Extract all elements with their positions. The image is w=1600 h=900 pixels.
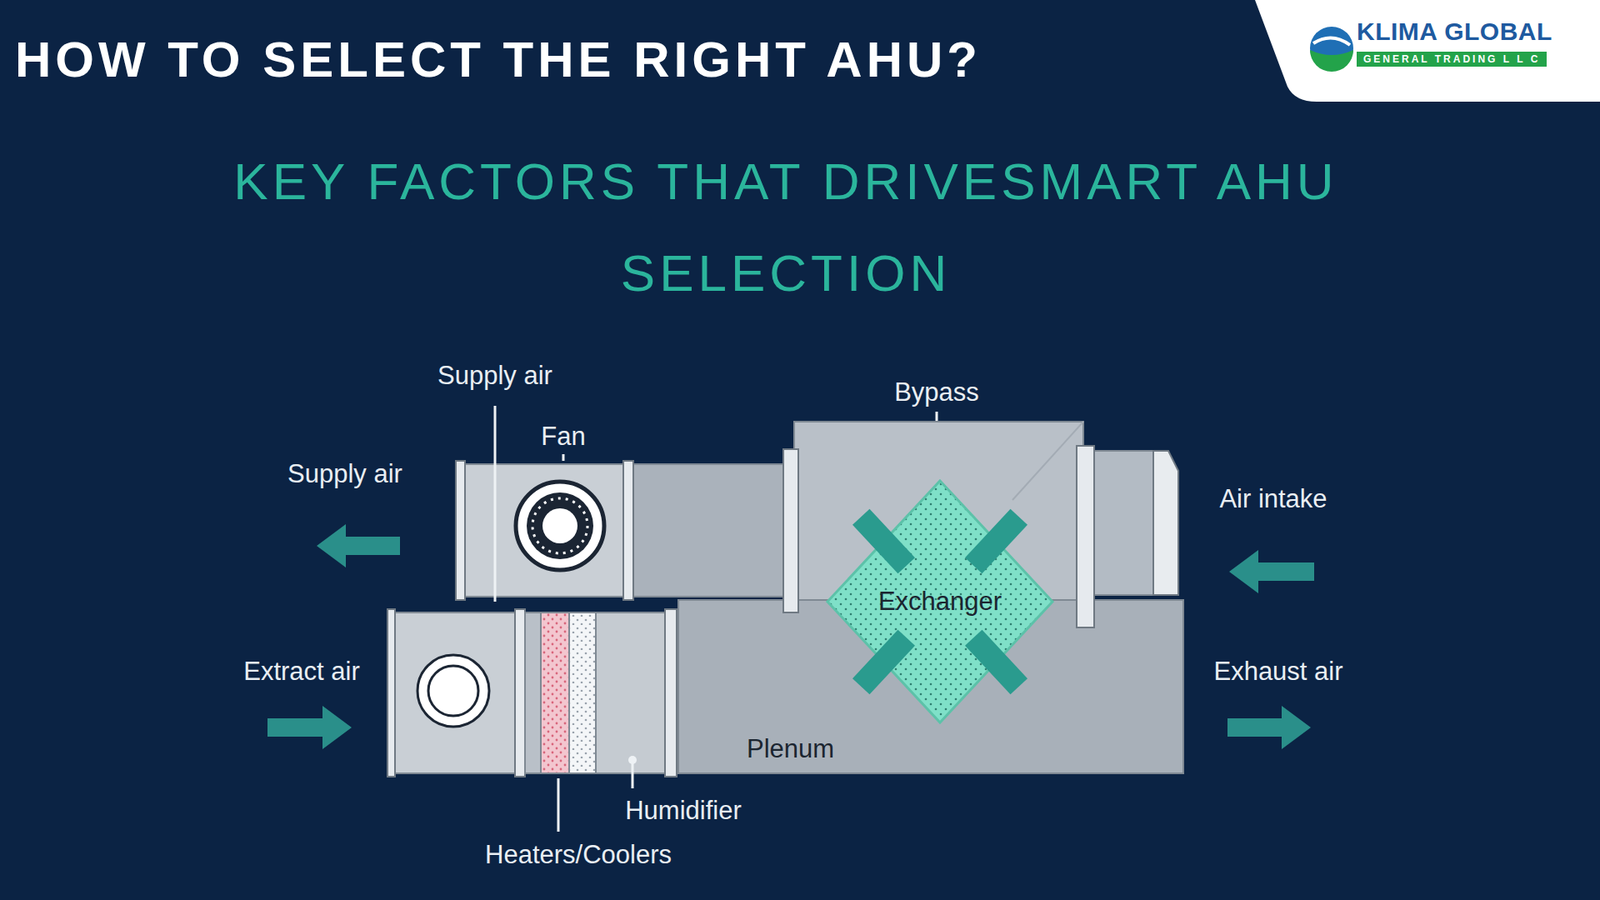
exchanger-seal [852, 630, 915, 695]
exchanger-seal [965, 509, 1028, 575]
duct-flange [455, 460, 465, 600]
extract-fan [417, 655, 490, 727]
flow-label: Air intake [1219, 484, 1327, 515]
duct-flange [1076, 445, 1095, 628]
logo-icon-swoosh [1313, 37, 1350, 45]
exchanger-diamond: Exchanger [798, 451, 1082, 752]
leader-line [494, 405, 497, 602]
logo-tagline: GENERAL TRADING L L C [1356, 51, 1547, 67]
logo-icon-wave [1310, 50, 1354, 72]
fan-blade-marks [532, 498, 588, 554]
fan-blades [526, 492, 594, 560]
supply-fan [515, 481, 605, 570]
duct-flange [783, 449, 799, 613]
leader-dot [628, 755, 637, 765]
part-label: Heaters/Coolers [485, 840, 672, 870]
leader-line [631, 761, 635, 789]
flow-arrow [1227, 705, 1311, 750]
duct-flange [387, 609, 395, 777]
exchanger-label: Exchanger [878, 586, 1002, 617]
flow-arrow [316, 524, 400, 568]
fan-section [464, 464, 625, 597]
coil-section [525, 612, 541, 774]
flow-arrow [267, 705, 352, 750]
fan-hub [542, 508, 578, 544]
part-label: Humidifier [625, 795, 742, 826]
exchanger-seal [965, 630, 1028, 695]
extract-fan-section [394, 612, 515, 774]
duct-flange [665, 609, 677, 777]
cooler-coil [569, 612, 596, 774]
bypass-edge [1012, 421, 1084, 500]
flow-arrow [1229, 550, 1315, 594]
page-title: HOW TO SELECT THE RIGHT AHU? [15, 30, 982, 90]
part-label: Bypass [894, 377, 980, 408]
flow-label: Extract air [243, 656, 360, 687]
part-label: Fan [540, 421, 585, 452]
part-label: Supply air [437, 360, 553, 391]
logo-panel-bg [1255, 0, 1600, 102]
leader-line [557, 778, 560, 832]
flow-label: Exhaust air [1213, 656, 1343, 687]
logo-panel: KLIMA GLOBAL GENERAL TRADING L L C [1255, 0, 1600, 102]
duct-flange [623, 460, 634, 600]
exchanger-core [827, 480, 1053, 723]
duct-flange [515, 609, 525, 777]
leader-tick [562, 454, 565, 461]
exchanger-seal [852, 509, 915, 575]
intake-cap [1153, 450, 1179, 595]
logo-name: KLIMA GLOBAL [1356, 16, 1553, 47]
plenum-label: Plenum [746, 734, 835, 765]
intake-duct [1094, 450, 1155, 595]
extract-fan-hub [428, 665, 479, 716]
subtitle: KEY FACTORS THAT DRIVESMART AHU SELECTIO… [135, 135, 1436, 320]
humidifier-section [595, 612, 666, 774]
leader-tick [935, 411, 939, 421]
heater-coil [540, 612, 570, 774]
logo-shape [1255, 0, 1600, 102]
flow-label: Supply air [287, 459, 403, 490]
supply-duct [633, 464, 785, 597]
